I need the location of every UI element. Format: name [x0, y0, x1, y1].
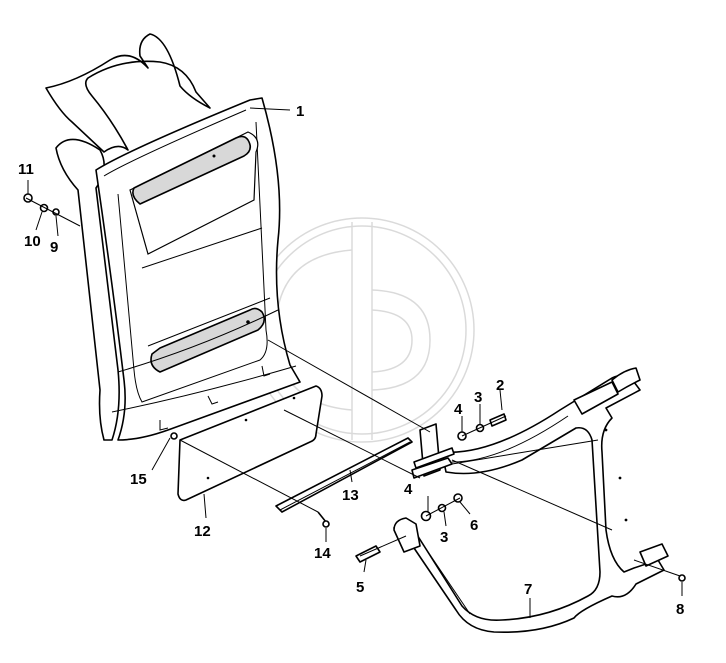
callout-1: 1 [296, 103, 304, 120]
callout-6: 6 [470, 517, 478, 534]
callout-4b: 4 [404, 481, 413, 498]
callout-4a: 4 [454, 401, 463, 418]
callout-15: 15 [130, 471, 147, 488]
callout-12: 12 [194, 523, 211, 540]
rubber-flap [177, 385, 323, 502]
fender-panel [45, 33, 301, 441]
callout-2: 2 [496, 377, 504, 394]
bolt-8-icon [678, 574, 686, 582]
callout-leaders [27, 107, 683, 618]
callout-9: 9 [50, 239, 58, 256]
bolt-14-icon [317, 511, 327, 523]
callout-5: 5 [356, 579, 364, 596]
callout-14: 14 [314, 545, 331, 562]
callout-10: 10 [24, 233, 41, 250]
callout-8: 8 [676, 601, 684, 618]
mounting-bracket [393, 367, 669, 634]
callout-7: 7 [524, 581, 532, 598]
bolt-15-icon [170, 432, 178, 440]
assembly-lines [25, 197, 681, 577]
callout-3b: 3 [440, 529, 448, 546]
callout-labels: 1 2 3 3 4 4 5 6 7 8 9 10 11 12 13 14 15 [18, 103, 684, 618]
callout-11: 11 [18, 161, 34, 178]
callout-13: 13 [342, 487, 359, 504]
callout-3a: 3 [474, 389, 482, 406]
